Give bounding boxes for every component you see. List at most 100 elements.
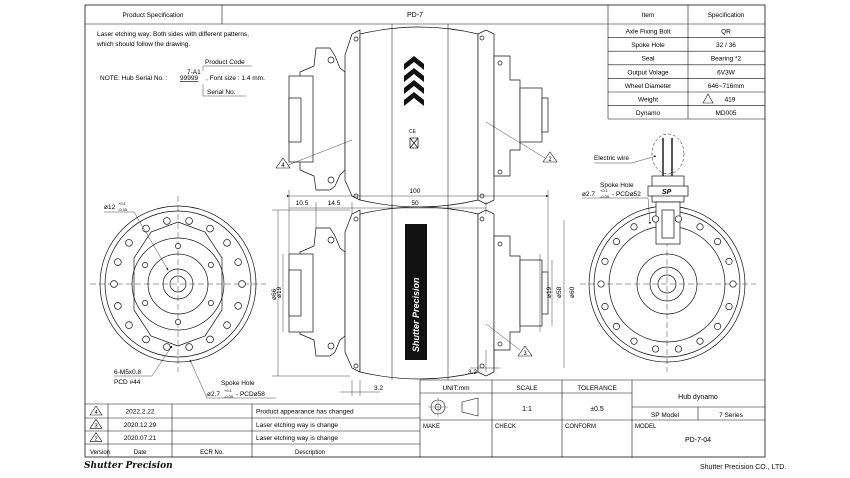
conform-label: CONFORM: [565, 424, 596, 430]
header-item: Item: [642, 12, 655, 19]
spoke-hole: [651, 215, 660, 223]
spoke-hole: [142, 335, 150, 344]
spoke-hole: [696, 223, 704, 231]
spoke-hole: [238, 280, 246, 288]
spoke-hole: [612, 322, 620, 330]
spoke-left-tol-bottom: -0.05: [224, 394, 234, 399]
revision-number: 3: [94, 423, 97, 429]
spoke-right-tol-top: +0.1: [600, 188, 609, 193]
sp-model-value: 7 Series: [719, 412, 744, 419]
dim-10-5: 10.5: [296, 200, 309, 207]
dim-50: 50: [411, 200, 419, 207]
ce-mark-icon: CE: [409, 129, 419, 149]
spec-item: Axle Fixing Bolt: [626, 29, 671, 36]
left-m5-holes: [142, 243, 214, 325]
spec-item: Spoke Hole: [631, 42, 665, 49]
m5-line2: PCD #44: [114, 379, 141, 386]
m5-hole: [175, 243, 181, 249]
product-code-value: 7-A1: [187, 69, 201, 76]
spoke-right-label: Spoke Hole: [600, 182, 634, 189]
serial-label: Serial No.: [207, 89, 236, 96]
spoke-left-label: Spoke Hole: [221, 380, 255, 387]
spoke-hole: [185, 343, 193, 351]
header-title: PD-7: [407, 12, 423, 19]
scale-label: SCALE: [516, 385, 538, 392]
spoke-hole: [674, 345, 683, 353]
dim-12: ø12: [104, 204, 116, 211]
revision-table: [85, 380, 421, 457]
laser-note-line1: Laser etching way: Both sides with diffe…: [97, 31, 249, 38]
dim-12-tol-bottom: -0.05: [118, 207, 128, 212]
electric-wire-label: Electric wire: [594, 155, 629, 162]
hub-right-dynamo-view: [580, 133, 756, 372]
spec-value: 32 / 36: [716, 42, 736, 49]
unit-label: UNIT:mm: [442, 385, 469, 392]
spec-value: Bearing *2: [711, 56, 742, 63]
spoke-hole: [601, 303, 609, 311]
product-name: Hub dynamo: [678, 394, 718, 401]
note-prefix: NOTE: Hub Serial No. :: [100, 75, 168, 82]
spoke-hole: [612, 238, 620, 246]
spoke-hole: [142, 224, 150, 233]
spoke-hole: [674, 215, 683, 223]
revision-triangle-icon: [89, 418, 103, 429]
revision-number: 2: [94, 437, 97, 443]
scale-value: 1:1: [522, 406, 532, 413]
dim-14-5: 14.5: [328, 200, 341, 207]
rev-header-version: Version: [90, 450, 110, 456]
check-label: CHECK: [495, 424, 516, 430]
spoke-hole: [125, 239, 133, 247]
spoke-hole: [729, 280, 737, 288]
rev-header-date: Date: [134, 450, 147, 456]
spec-value: 419: [725, 97, 736, 104]
spoke-hole: [185, 217, 193, 225]
revision-triangle-icon: [89, 405, 103, 416]
spoke-hole: [234, 302, 242, 310]
svg-text:2: 2: [548, 157, 552, 163]
spec-item: Dynamo: [636, 110, 661, 117]
company-name: Shutter Precision CO., LTD.: [700, 464, 787, 471]
m5-hole: [142, 300, 149, 306]
etch-vertical-text: Shutter Precision: [411, 277, 421, 352]
spoke-hole: [630, 223, 638, 231]
callout-4-top: 4: [275, 139, 353, 169]
side-dimensions: [272, 190, 565, 396]
warning-triangle-icon: [702, 93, 714, 104]
laser-note-line2: which should follow the drawing.: [96, 41, 190, 48]
spoke-hole: [110, 280, 118, 288]
signature-logo: Shutter Precision: [84, 461, 173, 471]
chevron-etching: [404, 56, 424, 106]
dim-58: ø58: [556, 286, 563, 298]
spoke-right-pcd: - PCDø52: [612, 191, 641, 198]
cap-logo: SP: [662, 189, 672, 196]
rev-header-ecr: ECR No.: [200, 450, 224, 456]
m5-line1: 6-M5x0.8: [114, 369, 141, 376]
spoke-left-value: ø2.7: [207, 391, 220, 398]
svg-text:CE: CE: [409, 129, 417, 135]
model-label: MODEL: [635, 424, 657, 430]
tolerance-label: TOLERANCE: [577, 385, 617, 392]
sp-model-label: SP Model: [651, 412, 680, 419]
dim-3-2-bottom: 3.2: [374, 385, 383, 392]
spoke-hole: [714, 322, 722, 330]
dim-60: ø60: [569, 286, 576, 298]
spoke-hole: [114, 258, 122, 266]
dim-100: 100: [410, 188, 421, 195]
spec-item: Weight: [638, 97, 658, 104]
spoke-hole: [725, 257, 733, 265]
dim-12-tol-top: +0.1: [118, 201, 127, 206]
tolerance-value: ±0.5: [590, 406, 604, 413]
etch-band: [405, 224, 427, 360]
spoke-hole: [223, 239, 231, 247]
dim-19-left: ø19: [276, 286, 283, 298]
hub-left-flange-view: [90, 196, 266, 372]
callout-3-side: 3: [485, 323, 533, 357]
revision-date: 2020.07.21: [124, 435, 157, 442]
spoke-hole: [163, 343, 171, 351]
spoke-right-value: ø2.7: [582, 191, 595, 198]
spec-value: 646~716mm: [708, 83, 744, 90]
title-block: [420, 379, 765, 457]
spoke-left-pcd: - PCDø58: [236, 391, 265, 398]
